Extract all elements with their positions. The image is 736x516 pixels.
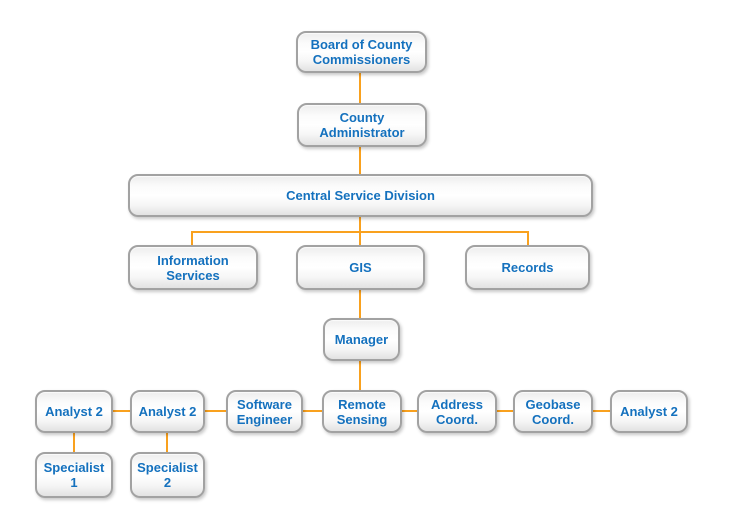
- org-node-label: Records: [501, 260, 554, 275]
- connector-bus-horizontal: [191, 231, 529, 233]
- org-node-label: Board of County Commissioners: [310, 37, 413, 67]
- org-node-label: Analyst 2: [138, 404, 197, 419]
- org-node-label: Address Coord.: [430, 396, 484, 427]
- connector-remote-sensing-to-address-coordinator: [402, 410, 417, 412]
- org-node-label: Geobase Coord.: [525, 396, 581, 427]
- connector-analyst2-second-to-specialist-2: [166, 433, 168, 452]
- org-node-analyst2-first: Analyst 2: [35, 390, 113, 433]
- org-node-label: Remote Sensing: [336, 396, 388, 427]
- org-node-label: Analyst 2: [45, 404, 103, 419]
- org-node-label: Manager: [334, 332, 389, 347]
- org-node-county-administrator: County Administrator: [297, 103, 427, 147]
- org-node-central-service-division: Central Service Division: [128, 174, 593, 217]
- connector-gis-to-manager: [359, 290, 361, 318]
- connector-central-service-to-bus: [359, 217, 361, 233]
- connector-geobase-to-analyst2-third: [593, 410, 610, 412]
- org-node-manager: Manager: [323, 318, 400, 361]
- org-node-software-engineer: Software Engineer: [226, 390, 303, 433]
- connector-analyst2-first-to-specialist-1: [73, 433, 75, 452]
- connector-bus-to-information-services: [191, 233, 193, 246]
- org-node-remote-sensing: Remote Sensing: [322, 390, 402, 433]
- connector-manager-to-remote-sensing: [359, 361, 361, 390]
- org-node-label: Central Service Division: [286, 188, 435, 203]
- org-node-label: Specialist 2: [137, 460, 198, 490]
- connector-administrator-to-central-service: [359, 147, 361, 175]
- org-node-label: Information Services: [157, 252, 229, 283]
- org-node-specialist-1: Specialist 1: [35, 452, 113, 498]
- org-node-gis: GIS: [296, 245, 425, 290]
- connector-board-to-administrator: [359, 73, 361, 103]
- connector-bus-to-gis: [359, 233, 361, 246]
- connector-address-to-geobase-coordinator: [497, 410, 513, 412]
- org-node-geobase-coordinator: Geobase Coord.: [513, 390, 593, 433]
- org-node-label: Specialist 1: [43, 460, 105, 490]
- org-node-label: Software Engineer: [236, 396, 293, 427]
- connector-bus-to-records: [527, 233, 529, 246]
- org-node-specialist-2: Specialist 2: [130, 452, 205, 498]
- connector-software-engineer-to-remote-sensing: [303, 410, 322, 412]
- org-node-analyst2-third: Analyst 2: [610, 390, 688, 433]
- org-node-analyst2-second: Analyst 2: [130, 390, 205, 433]
- org-node-label: County Administrator: [319, 110, 405, 140]
- org-node-label: GIS: [349, 260, 372, 275]
- org-node-board-of-county-commissioners: Board of County Commissioners: [296, 31, 427, 73]
- org-node-information-services: Information Services: [128, 245, 258, 290]
- org-node-records: Records: [465, 245, 590, 290]
- connector-analyst2-second-to-software-engineer: [205, 410, 226, 412]
- org-node-label: Analyst 2: [620, 404, 678, 419]
- org-node-address-coordinator: Address Coord.: [417, 390, 497, 433]
- connector-analyst2-first-to-analyst2-second: [113, 410, 130, 412]
